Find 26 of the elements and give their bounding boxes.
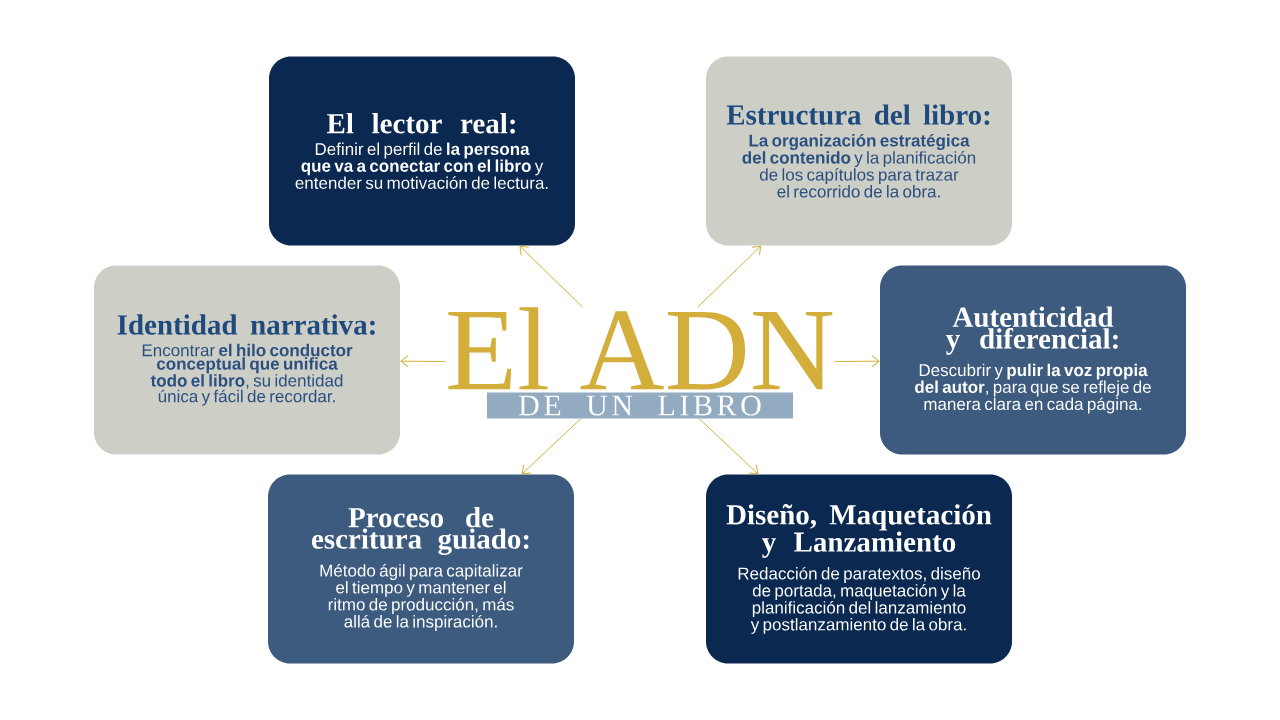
box-heading: Diseño, Maquetación y Lanzamiento (726, 504, 992, 558)
arrow (521, 418, 582, 475)
box-text: Definir el perfil de la persona que va a conectar con el libro y entender su motivación de lectura. (295, 142, 548, 189)
arrow (400, 355, 446, 368)
rounded-box (268, 474, 574, 664)
subtitle-band: DE UN LIBRO (487, 392, 793, 419)
box-heading: Identidad narrativa: (117, 314, 375, 335)
arrow (698, 418, 759, 475)
rounded-box (706, 56, 1012, 246)
box-text: Redacción de paratextos, diseño de portada, maquetación y la planificación del lanzamiento y postlanzamiento de la obra. (738, 566, 980, 634)
rounded-box (269, 56, 575, 246)
box-heading: Autenticidad y diferencial: (946, 306, 1118, 355)
box-text: Método ágil para capitalizar el tiempo y mantener el ritmo de producción, más allá de la inspiración. (320, 563, 523, 631)
box-text: Encontrar el hilo conductor conceptual que unifica todo el libro, su identidad única y fácil de recordar. (142, 343, 353, 406)
box-text: La organización estratégica del contenido y la planificación de los capítulos para trazar el recorrido de la obra. (742, 133, 976, 198)
rounded-box (94, 265, 400, 455)
box-heading: El lector real: (327, 113, 515, 134)
box-heading: Estructura del libro: (726, 104, 990, 125)
rounded-box (706, 474, 1012, 664)
arrow (697, 245, 762, 308)
main-title: El ADN (448, 307, 833, 390)
rounded-box (880, 265, 1186, 455)
box-text: Descubrir y pulir la voz propia del autor, para que se refleje de manera clara en cada página. (915, 363, 1151, 414)
arrow (834, 355, 880, 368)
arrow (519, 245, 584, 308)
box-heading: Proceso de escritura guiado: (311, 507, 529, 555)
